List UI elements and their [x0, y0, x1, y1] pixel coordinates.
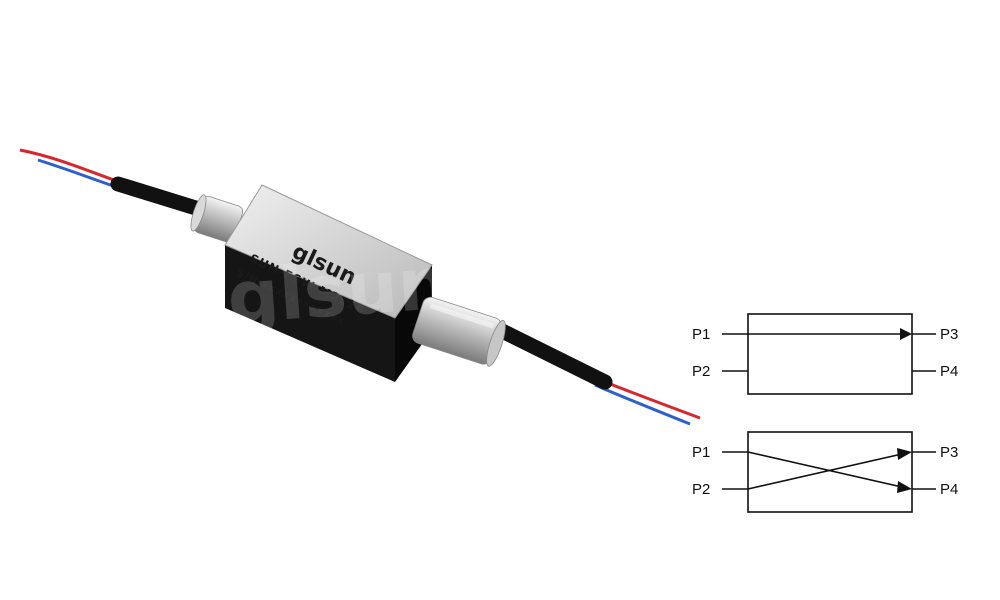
- left-ferrule: [190, 194, 244, 243]
- port-label-p2: P2: [692, 363, 710, 380]
- port-label-p1: P1: [692, 444, 710, 461]
- port-label-p4: P4: [940, 481, 958, 498]
- body-side-face: [395, 265, 432, 382]
- port-label-p3: P3: [940, 326, 958, 343]
- signal-path-p2-p3: [747, 453, 903, 490]
- port-label-p3: P3: [940, 444, 958, 461]
- arrow-head: [900, 328, 912, 340]
- port-label-p2: P2: [692, 481, 710, 498]
- body-front-face: [225, 245, 395, 382]
- arrow-head: [897, 448, 912, 460]
- signal-path-p1-p4: [747, 451, 903, 488]
- right-ferrule: [412, 296, 506, 367]
- switch-body: glsun SUN-FSW-M2x2B S/N:xxxxxxxxxxxx gls…: [224, 184, 452, 382]
- port-label-p1: P1: [692, 326, 710, 343]
- diagram-bar-state: P1 P2 P3 P4: [692, 313, 958, 395]
- fiber-blue-right: [594, 383, 691, 426]
- fiber-red-left: [19, 148, 126, 186]
- switch-box: [747, 431, 913, 513]
- port-label-p4: P4: [940, 363, 958, 380]
- label-plate: [224, 184, 433, 319]
- arrow-head: [897, 481, 912, 493]
- watermark-logo: glsun: [225, 241, 452, 340]
- switch-box: [747, 313, 913, 395]
- jacket-right: [484, 318, 613, 390]
- diagram-cross-state: P1 P2 P3 P4: [692, 431, 958, 513]
